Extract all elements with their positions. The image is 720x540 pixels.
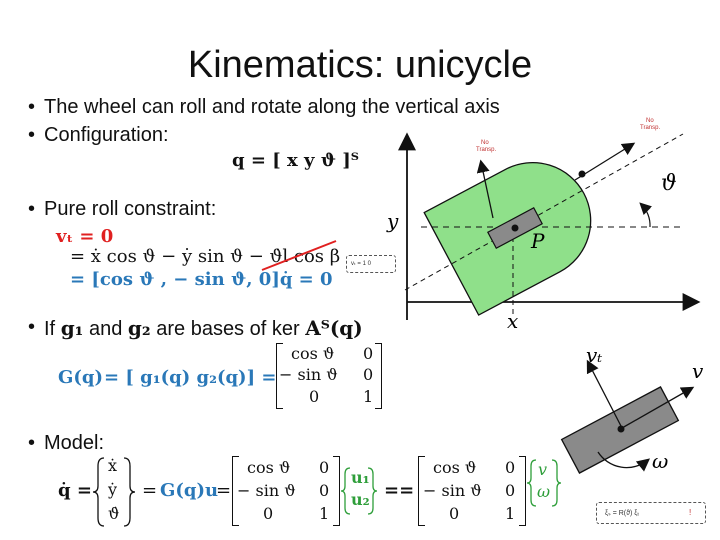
- roll-constraint-line3: = [cos ϑ , − sin ϑ, 0]q̇ = 0: [70, 269, 333, 290]
- vec-ydot: ẏ: [108, 480, 118, 499]
- model-vw-vector: v ω: [526, 458, 562, 508]
- bottom-box-mark: !: [689, 508, 692, 517]
- M2-cell-21: 1: [505, 504, 516, 523]
- point-center: [578, 170, 586, 178]
- brace-icon: [92, 457, 136, 527]
- vt-label: vₜ: [586, 343, 602, 367]
- brace-icon: [526, 459, 562, 507]
- u1: u₁: [351, 468, 370, 487]
- G-cell-10: − sin ϑ: [279, 365, 338, 384]
- G-cell-11: 0: [363, 365, 374, 384]
- model-eqeq: ==: [384, 480, 415, 501]
- bullet-dot: •: [28, 316, 36, 338]
- G-cell-20: 0: [309, 387, 320, 406]
- no-label-2: No: [481, 140, 489, 146]
- M2-cell-01: 0: [505, 458, 516, 477]
- G-lhs: G(q): [58, 367, 103, 388]
- unicycle-bottom-diagram: vₜ v ω: [560, 343, 704, 474]
- bases-and: and: [83, 318, 128, 340]
- vt-arrow: [586, 359, 623, 429]
- model-state-vector: ẋ ẏ ϑ̇: [92, 456, 136, 528]
- omega-label: ω: [652, 449, 668, 473]
- bottom-box-text: ξₛ = R(ϑ) ξₜ: [605, 510, 640, 517]
- M-cell-11: 0: [319, 481, 330, 500]
- omega-entry: ω: [537, 482, 551, 501]
- no-slip-arrow: [476, 159, 494, 219]
- bases-rest: are bases of ker: [150, 318, 306, 340]
- bullet-text: If g₁ and g₂ are bases of ker Aᵀ(q): [44, 316, 363, 341]
- M2-cell-11: 0: [505, 481, 516, 500]
- small-box-text: vₜ = 1 0: [351, 261, 371, 267]
- bottom-dashed-box: ξₛ = R(ϑ) ξₜ !: [596, 502, 706, 524]
- v-entry: v: [538, 460, 548, 479]
- p-label: P: [530, 229, 545, 253]
- model-eq2: =: [216, 480, 232, 501]
- vec-thetadot: ϑ̇: [108, 504, 120, 523]
- model-lhs: q̇ =: [58, 480, 92, 501]
- no-label-2b: Transp.: [476, 147, 497, 153]
- G-cell-01: 0: [363, 344, 374, 363]
- point-P: [511, 224, 519, 232]
- M-cell-21: 1: [319, 504, 330, 523]
- theta-label: ϑ: [661, 171, 677, 196]
- bullet-text: Pure roll constraint:: [44, 198, 217, 220]
- roll-constraint-line1: vₜ = 0: [56, 226, 114, 247]
- small-dashed-box: vₜ = 1 0: [346, 255, 396, 273]
- bullet-text: The wheel can roll and rotate along the …: [44, 96, 500, 118]
- M-cell-10: − sin ϑ: [237, 481, 296, 500]
- bases-if: If: [44, 318, 56, 340]
- bullet-dot: •: [28, 124, 36, 146]
- M2-cell-10: − sin ϑ: [423, 481, 482, 500]
- bullet-dot: •: [28, 198, 36, 220]
- brace-icon: [340, 467, 378, 515]
- bullet-text: Model:: [44, 432, 105, 454]
- u2: u₂: [351, 490, 370, 509]
- M-cell-00: cos ϑ: [247, 458, 291, 477]
- G-matrix: cos ϑ 0 − sin ϑ 0 0 1: [276, 343, 382, 409]
- unicycle-top-diagram: y x P ϑ: [386, 132, 701, 330]
- bullet-dot: •: [28, 432, 36, 454]
- bases-g2: g₂: [127, 316, 151, 340]
- omega-arc: [597, 451, 651, 472]
- v-label: v: [692, 359, 704, 383]
- model-matrix-2: cos ϑ 0 − sin ϑ 0 0 1: [418, 456, 526, 526]
- model-Gu: G(q)u: [160, 480, 219, 501]
- M2-cell-20: 0: [449, 504, 460, 523]
- no-label-1: No: [646, 118, 654, 124]
- G-cell-00: cos ϑ: [291, 344, 335, 363]
- configuration-equation: q = [ x y ϑ ]ᵀ: [232, 150, 359, 171]
- model-u-vector: u₁ u₂: [340, 466, 378, 516]
- bullet-text: Configuration:: [44, 124, 169, 146]
- wheel-center-dot: [617, 425, 625, 433]
- theta-arc: [639, 202, 653, 228]
- slide-title: Kinematics: unicycle: [187, 44, 533, 86]
- roll-constraint-line2: = ẋ cos ϑ − ẏ sin ϑ − ϑ̇l cos β: [70, 246, 341, 267]
- y-label: y: [386, 209, 399, 233]
- heading-line: [404, 133, 684, 291]
- M-cell-20: 0: [263, 504, 274, 523]
- x-label: x: [507, 309, 518, 330]
- no-label-1b: Transp.: [640, 125, 661, 131]
- model-eq: =: [142, 480, 158, 501]
- bullet-dot: •: [28, 96, 36, 118]
- G-mid: = [ g₁(q) g₂(q)] =: [104, 367, 277, 388]
- vec-xdot: ẋ: [108, 456, 118, 475]
- M2-cell-00: cos ϑ: [433, 458, 477, 477]
- model-matrix: cos ϑ 0 − sin ϑ 0 0 1: [232, 456, 340, 526]
- G-cell-21: 1: [363, 387, 374, 406]
- bases-g1: g₁: [60, 316, 84, 340]
- M-cell-01: 0: [319, 458, 330, 477]
- bases-AT: Aᵀ(q): [305, 316, 363, 340]
- v-arrow: [621, 386, 695, 429]
